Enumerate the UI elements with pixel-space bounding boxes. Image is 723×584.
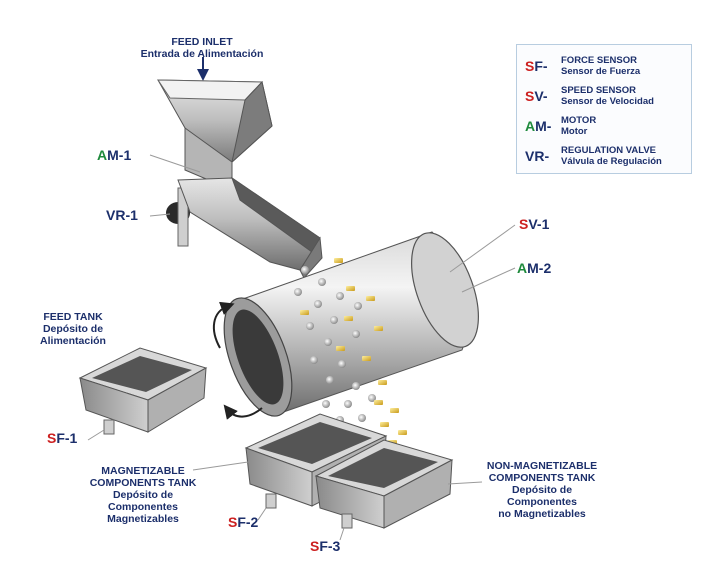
legend-es: Válvula de Regulación (561, 156, 662, 167)
legend-code-rest: M- (535, 118, 552, 134)
feed-inlet-label: FEED INLET Entrada de Alimentación (137, 36, 267, 60)
feed-tank-label: FEED TANK Depósito de Alimentación (28, 311, 118, 347)
code-sf2-rest: F-2 (237, 514, 259, 530)
leader-lines (87, 154, 516, 541)
legend-code-first: A (525, 118, 536, 134)
legend-code-rest: VR- (525, 148, 550, 164)
legend-es: Sensor de Velocidad (561, 96, 654, 107)
legend-en: MOTOR (561, 115, 597, 126)
code-sf1-rest: F-1 (56, 430, 78, 446)
code-am1: AM-1 (97, 147, 131, 163)
legend-code: SF- (525, 58, 548, 74)
nonmag-tank-en2: COMPONENTS TANK (488, 472, 596, 484)
feed-tank (78, 347, 208, 435)
rotation-arrow-bottom (223, 404, 263, 420)
rotation-arrow-top (212, 301, 235, 349)
feed-tank-es2: Alimentación (40, 335, 106, 347)
legend-en: REGULATION VALVE (561, 145, 656, 156)
legend-code-rest: F- (534, 58, 548, 74)
mag-tank-es1: Depósito de (112, 489, 174, 501)
hopper (157, 79, 273, 191)
legend-code-first: S (525, 88, 535, 104)
code-sf2-first: S (228, 514, 238, 530)
legend-code: AM- (525, 118, 551, 134)
magnetizable-tank-label: MAGNETIZABLE COMPONENTS TANK Depósito de… (88, 465, 198, 525)
code-am2: AM-2 (517, 260, 551, 276)
legend-code-rest: V- (534, 88, 548, 104)
code-sf2: SF-2 (228, 514, 258, 530)
legend-code: SV- (525, 88, 548, 104)
code-sf3-first: S (310, 538, 320, 554)
code-sv1-rest: V-1 (528, 216, 550, 232)
code-vr1: VR-1 (106, 207, 138, 223)
magnetizable-components (292, 266, 376, 448)
non-magnetizable-tank-label: NON-MAGNETIZABLE COMPONENTS TANK Depósit… (482, 460, 602, 520)
mag-tank-es2: Componentes (107, 501, 178, 513)
code-sf1-first: S (47, 430, 57, 446)
legend-code: VR- (525, 148, 549, 164)
feed-tank-en: FEED TANK (43, 311, 103, 323)
code-am1-first: A (97, 147, 108, 163)
legend-es: Sensor de Fuerza (561, 66, 641, 77)
code-am2-first: A (517, 260, 528, 276)
non-magnetizable-tank (314, 439, 454, 529)
legend-en: SPEED SENSOR (561, 85, 636, 96)
mag-tank-es3: Magnetizables (107, 513, 179, 525)
code-am1-rest: M-1 (107, 147, 132, 163)
code-sv1-first: S (519, 216, 529, 232)
mag-tank-en1: MAGNETIZABLE (101, 465, 185, 477)
legend-en: FORCE SENSOR (561, 55, 638, 66)
code-sf1: SF-1 (47, 430, 77, 446)
feed-tank-es1: Depósito de (42, 323, 104, 335)
feed-chute (177, 176, 323, 279)
feed-inlet-es: Entrada de Alimentación (140, 48, 264, 60)
nonmag-tank-en1: NON-MAGNETIZABLE (486, 460, 598, 472)
feed-inlet-en: FEED INLET (171, 36, 233, 48)
regulation-valve (166, 187, 190, 247)
code-sf3-rest: F-3 (319, 538, 341, 554)
code-sv1: SV-1 (519, 216, 549, 232)
nonmag-tank-es1: Depósito de (511, 484, 573, 496)
nonmag-tank-es3: no Magnetizables (498, 508, 586, 520)
nonmag-tank-es2: Componentes (506, 496, 577, 508)
magnetic-drum (223, 231, 479, 417)
legend-code-first: S (525, 58, 535, 74)
code-am2-rest: M-2 (527, 260, 552, 276)
code-sf3: SF-3 (310, 538, 340, 554)
legend-es: Motor (561, 126, 588, 137)
mag-tank-en2: COMPONENTS TANK (89, 477, 197, 489)
